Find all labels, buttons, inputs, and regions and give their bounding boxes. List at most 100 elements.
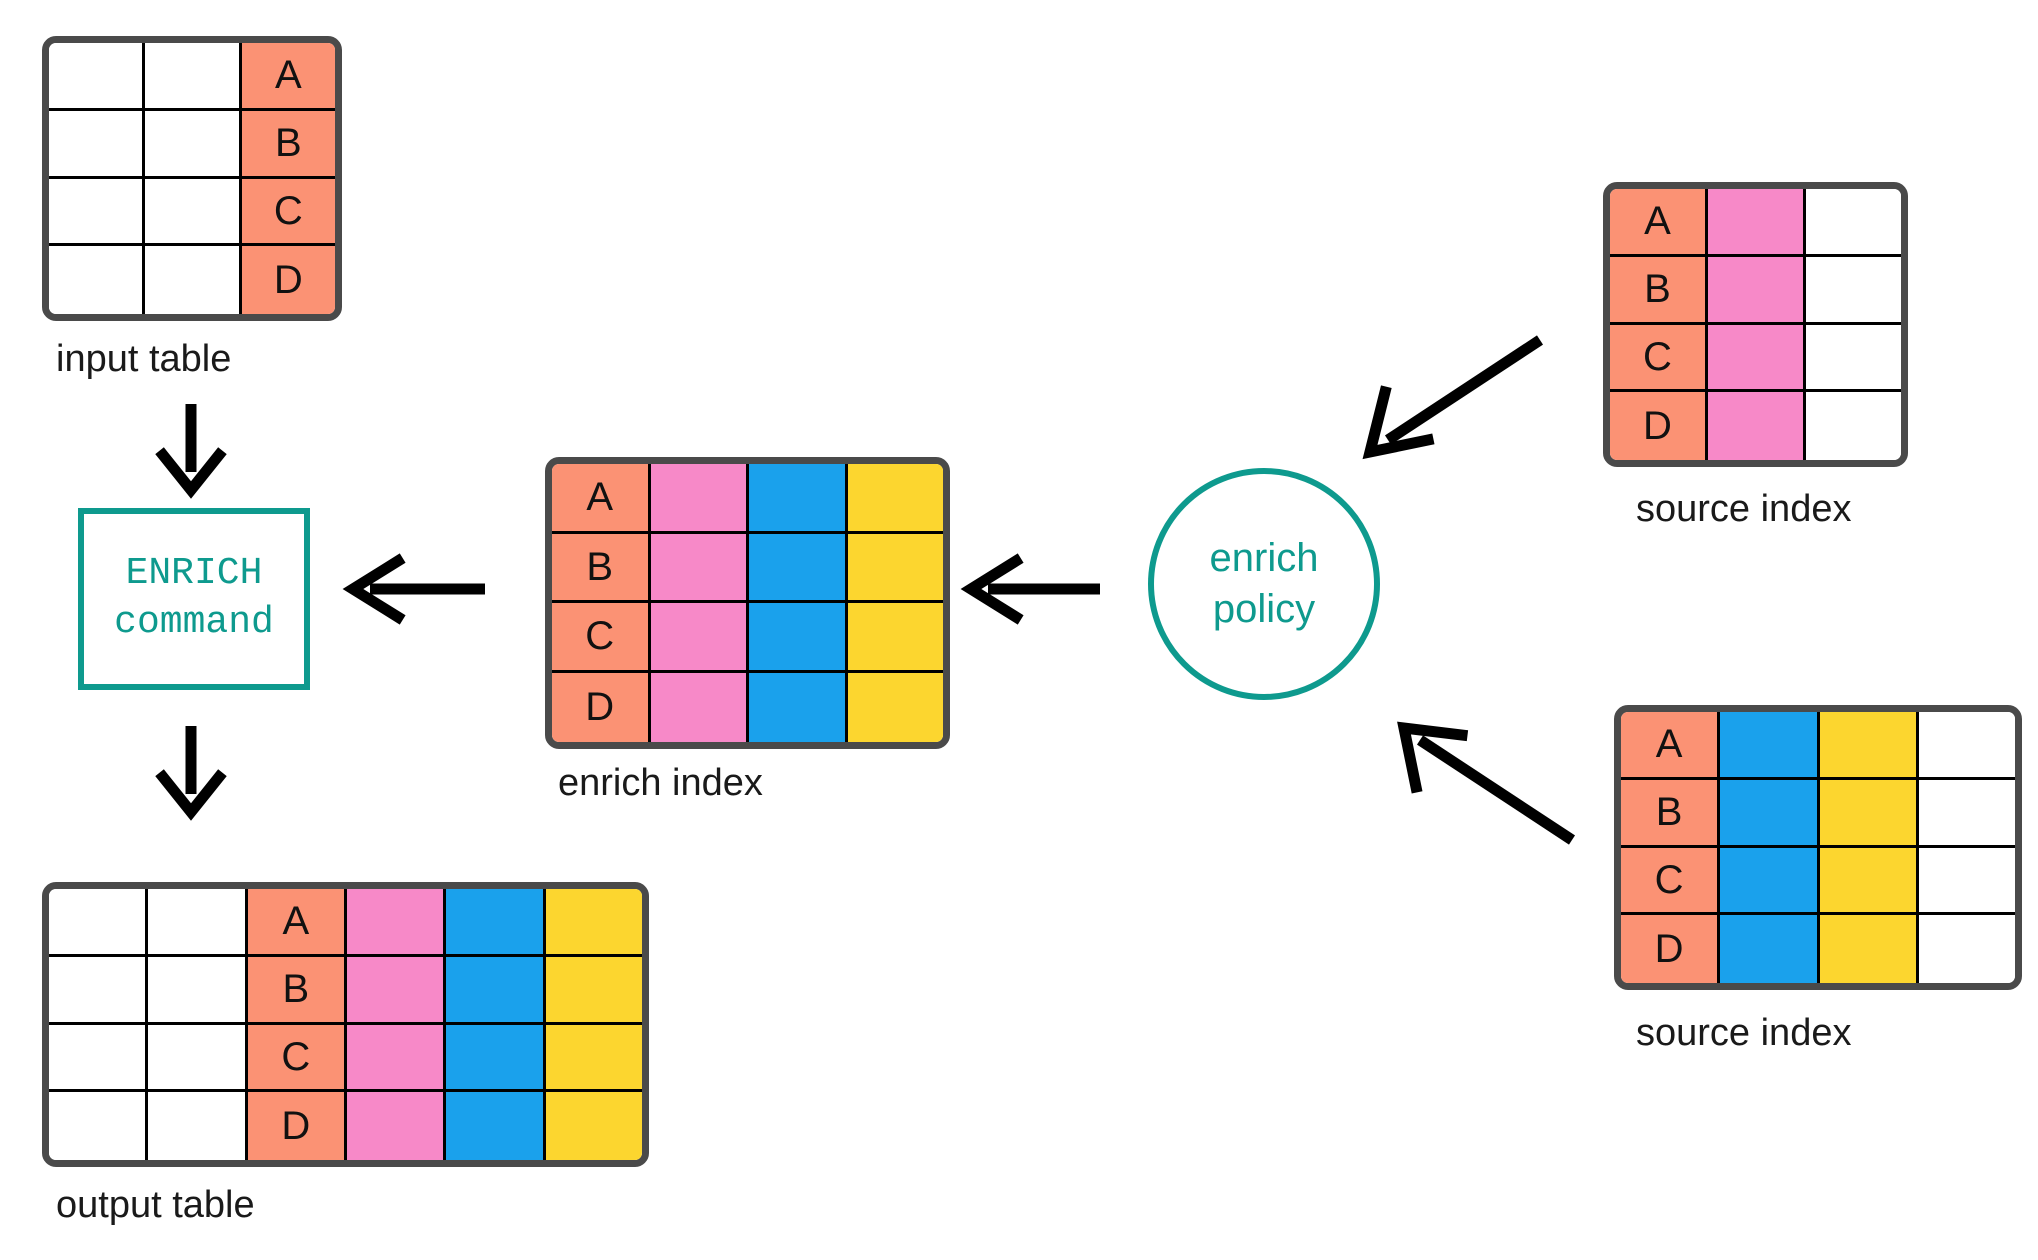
table-row: B xyxy=(552,533,943,603)
table-cell xyxy=(446,1024,546,1093)
table-cell xyxy=(749,603,848,673)
arrow-source-index-bottom-to-policy xyxy=(1397,721,1576,845)
table-cell-key: D xyxy=(1610,392,1708,460)
table-cell xyxy=(1819,779,1919,848)
table-cell-key: B xyxy=(247,956,347,1025)
table-cell xyxy=(1708,189,1806,257)
table-cell xyxy=(650,464,749,534)
table-cell xyxy=(1806,392,1901,460)
arrow-policy-to-enrich-index xyxy=(960,553,1100,625)
table-cell xyxy=(1819,847,1919,916)
table-cell xyxy=(545,1092,642,1160)
table-cell xyxy=(1918,779,2015,848)
table-cell xyxy=(148,1092,248,1160)
table-cell xyxy=(545,889,642,957)
table-cell xyxy=(847,672,943,742)
table-cell xyxy=(148,1024,248,1093)
table-row: C xyxy=(552,603,943,673)
enrich-command-line1: ENRICH xyxy=(125,552,263,596)
table-cell xyxy=(446,1092,546,1160)
table-row: D xyxy=(1610,392,1901,460)
table-cell-key: A xyxy=(241,43,335,111)
table-cell xyxy=(49,110,146,179)
table-cell xyxy=(650,603,749,673)
table-row: B xyxy=(49,110,335,179)
table-cell xyxy=(1720,779,1820,848)
table-cell xyxy=(49,889,149,957)
table-cell-key: B xyxy=(1621,779,1721,848)
enrich-policy-circle[interactable]: enrich policy xyxy=(1148,468,1380,700)
arrow-command-to-output xyxy=(155,726,227,821)
enrich-command-line2: command xyxy=(114,601,274,644)
table-cell xyxy=(1819,915,1919,983)
table-cell xyxy=(49,178,146,247)
table-row: A xyxy=(552,464,943,534)
table-cell xyxy=(346,1092,447,1160)
table-cell-key: D xyxy=(1621,915,1721,983)
table-cell xyxy=(847,533,943,603)
table-cell-key: D xyxy=(247,1092,347,1160)
output-table-caption: output table xyxy=(56,1184,255,1226)
table-row: B xyxy=(1610,256,1901,325)
table-cell xyxy=(545,956,642,1025)
table-cell xyxy=(1720,712,1820,780)
table-cell xyxy=(847,603,943,673)
table-row: D xyxy=(49,246,335,314)
table-cell xyxy=(145,246,242,314)
table-cell xyxy=(1806,256,1901,325)
table-cell xyxy=(446,889,546,957)
table-cell-key: D xyxy=(552,672,651,742)
arrow-source-index-top-to-policy xyxy=(1362,335,1544,460)
table-cell xyxy=(1918,915,2015,983)
table-cell xyxy=(847,464,943,534)
table-cell xyxy=(1806,189,1901,257)
arrow-input-to-command xyxy=(155,404,227,499)
table-row: A xyxy=(1621,712,2015,780)
table-cell xyxy=(650,672,749,742)
table-cell-key: D xyxy=(241,246,335,314)
table-cell xyxy=(1708,392,1806,460)
table-cell xyxy=(1918,847,2015,916)
table-cell xyxy=(346,889,447,957)
enrich-index-caption: enrich index xyxy=(558,762,763,804)
table-cell xyxy=(49,246,146,314)
table-cell xyxy=(545,1024,642,1093)
table-row: B xyxy=(1621,779,2015,848)
table-cell-key: A xyxy=(1610,189,1708,257)
table-cell xyxy=(749,672,848,742)
table-cell xyxy=(1720,847,1820,916)
table-cell xyxy=(1806,324,1901,393)
table-cell xyxy=(650,533,749,603)
table-cell xyxy=(346,956,447,1025)
input-table-caption: input table xyxy=(56,338,232,380)
enrich-command-box[interactable]: ENRICH command xyxy=(78,508,310,690)
table-cell xyxy=(145,43,242,111)
table-cell xyxy=(49,956,149,1025)
table-cell xyxy=(749,533,848,603)
table-row: A xyxy=(49,889,642,957)
table-cell xyxy=(346,1024,447,1093)
table-cell-key: A xyxy=(552,464,651,534)
table-cell-key: C xyxy=(241,178,335,247)
table-cell xyxy=(148,889,248,957)
table-row: D xyxy=(552,672,943,742)
enrich-policy-line2: policy xyxy=(1212,587,1316,631)
table-cell xyxy=(1819,712,1919,780)
table-row: D xyxy=(1621,915,2015,983)
table-row: A xyxy=(1610,189,1901,257)
table-cell xyxy=(446,956,546,1025)
table-cell xyxy=(1708,256,1806,325)
table-cell xyxy=(49,1024,149,1093)
table-row: C xyxy=(1621,847,2015,916)
table-cell xyxy=(1918,712,2015,780)
source-index-bottom-caption: source index xyxy=(1636,1012,1852,1054)
table-cell-key: C xyxy=(247,1024,347,1093)
table-cell-key: B xyxy=(1610,256,1708,325)
source-index-top-caption: source index xyxy=(1636,488,1852,530)
table-row: C xyxy=(49,178,335,247)
